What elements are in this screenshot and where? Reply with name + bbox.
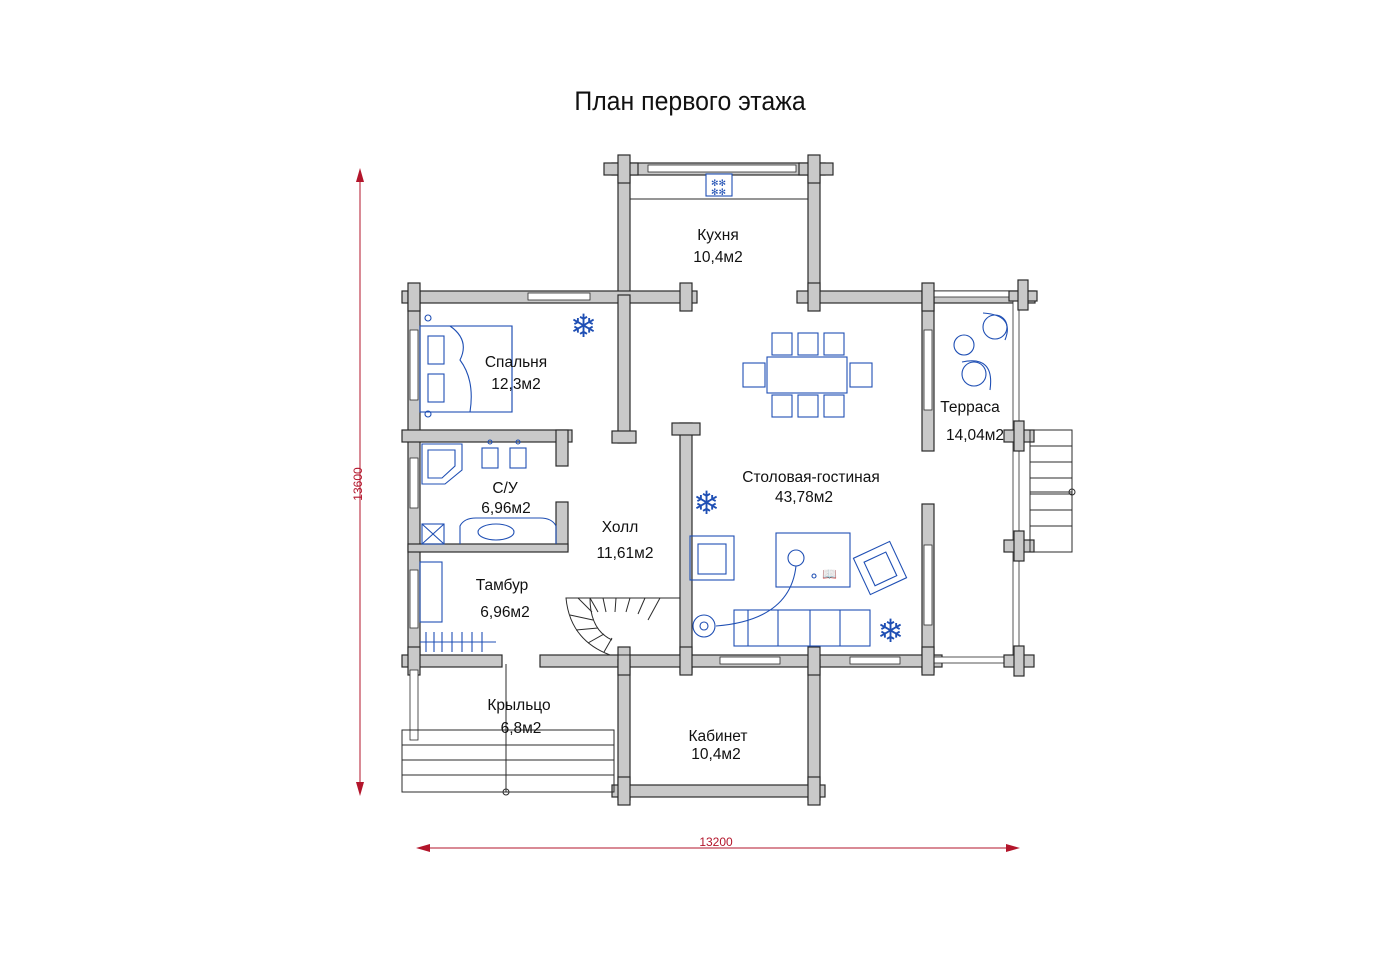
room-area-kitchen: 10,4м2: [693, 249, 742, 266]
dimension-height: 13600: [351, 467, 365, 501]
armchair-icon: [689, 535, 735, 581]
room-area-terrace: 14,04м2: [946, 427, 1004, 444]
room-area-hall: 11,61м2: [597, 545, 654, 562]
dimension-width: 13200: [699, 835, 733, 849]
dining-table-icon: [742, 332, 873, 418]
room-name-study: Кабинет: [689, 728, 748, 745]
svg-text:✻✻: ✻✻: [711, 178, 726, 188]
room-name-bathroom: С/У: [492, 480, 518, 497]
bidet-icon: [509, 439, 527, 469]
room-name-kitchen: Кухня: [697, 227, 738, 244]
shower-icon: [421, 443, 463, 485]
room-name-hall: Холл: [602, 519, 639, 536]
room-area-dining: 43,78м2: [775, 489, 833, 506]
furniture: ✻✻ ✻✻ ❄ ❄ ❄: [419, 173, 1008, 656]
room-area-vestibule: 6,96м2: [480, 604, 529, 621]
terrace-steps: [1029, 429, 1076, 553]
svg-text:❄: ❄: [693, 485, 720, 521]
toilet-icon: [481, 439, 499, 469]
plan-title: План первого этажа: [574, 86, 806, 116]
wardrobe-icon: [419, 561, 496, 652]
armchair-icon: [852, 540, 908, 596]
room-area-porch: 6,8м2: [501, 720, 542, 737]
room-area-bathroom: 6,96м2: [481, 500, 530, 517]
room-area-bedroom: 12,3м2: [491, 376, 540, 393]
svg-text:✻✻: ✻✻: [711, 187, 726, 197]
dimension-lines: 13600 13200: [351, 168, 1020, 852]
bed-icon: [419, 314, 513, 418]
sink-icon: [459, 517, 557, 544]
svg-text:❄: ❄: [877, 613, 904, 649]
spiral-staircase-icon: [565, 597, 681, 656]
room-area-study: 10,4м2: [691, 746, 740, 763]
stove-icon: ✻✻ ✻✻: [705, 173, 733, 197]
washer-icon: [421, 523, 445, 545]
porch-steps: [401, 664, 615, 796]
svg-text:❄: ❄: [570, 308, 597, 344]
sofa-icon: [733, 609, 871, 647]
svg-text:📖: 📖: [822, 567, 837, 581]
plant-icon: ❄: [877, 613, 904, 649]
room-name-terrace: Терраса: [940, 399, 1000, 416]
terrace-chairs-icon: [953, 312, 1008, 391]
lamp-icon: [692, 614, 716, 638]
room-name-porch: Крыльцо: [487, 697, 550, 714]
plant-icon: ❄: [693, 485, 720, 521]
rug-icon: 📖: [715, 532, 851, 627]
room-name-dining: Столовая-гостиная: [742, 469, 880, 486]
log-posts: [407, 154, 1038, 806]
room-labels: Кухня 10,4м2 Спальня 12,3м2 Столовая-гос…: [476, 227, 1004, 763]
windows: [409, 164, 933, 741]
room-name-vestibule: Тамбур: [476, 577, 529, 594]
plant-icon: ❄: [570, 308, 597, 344]
room-name-bedroom: Спальня: [485, 354, 547, 371]
